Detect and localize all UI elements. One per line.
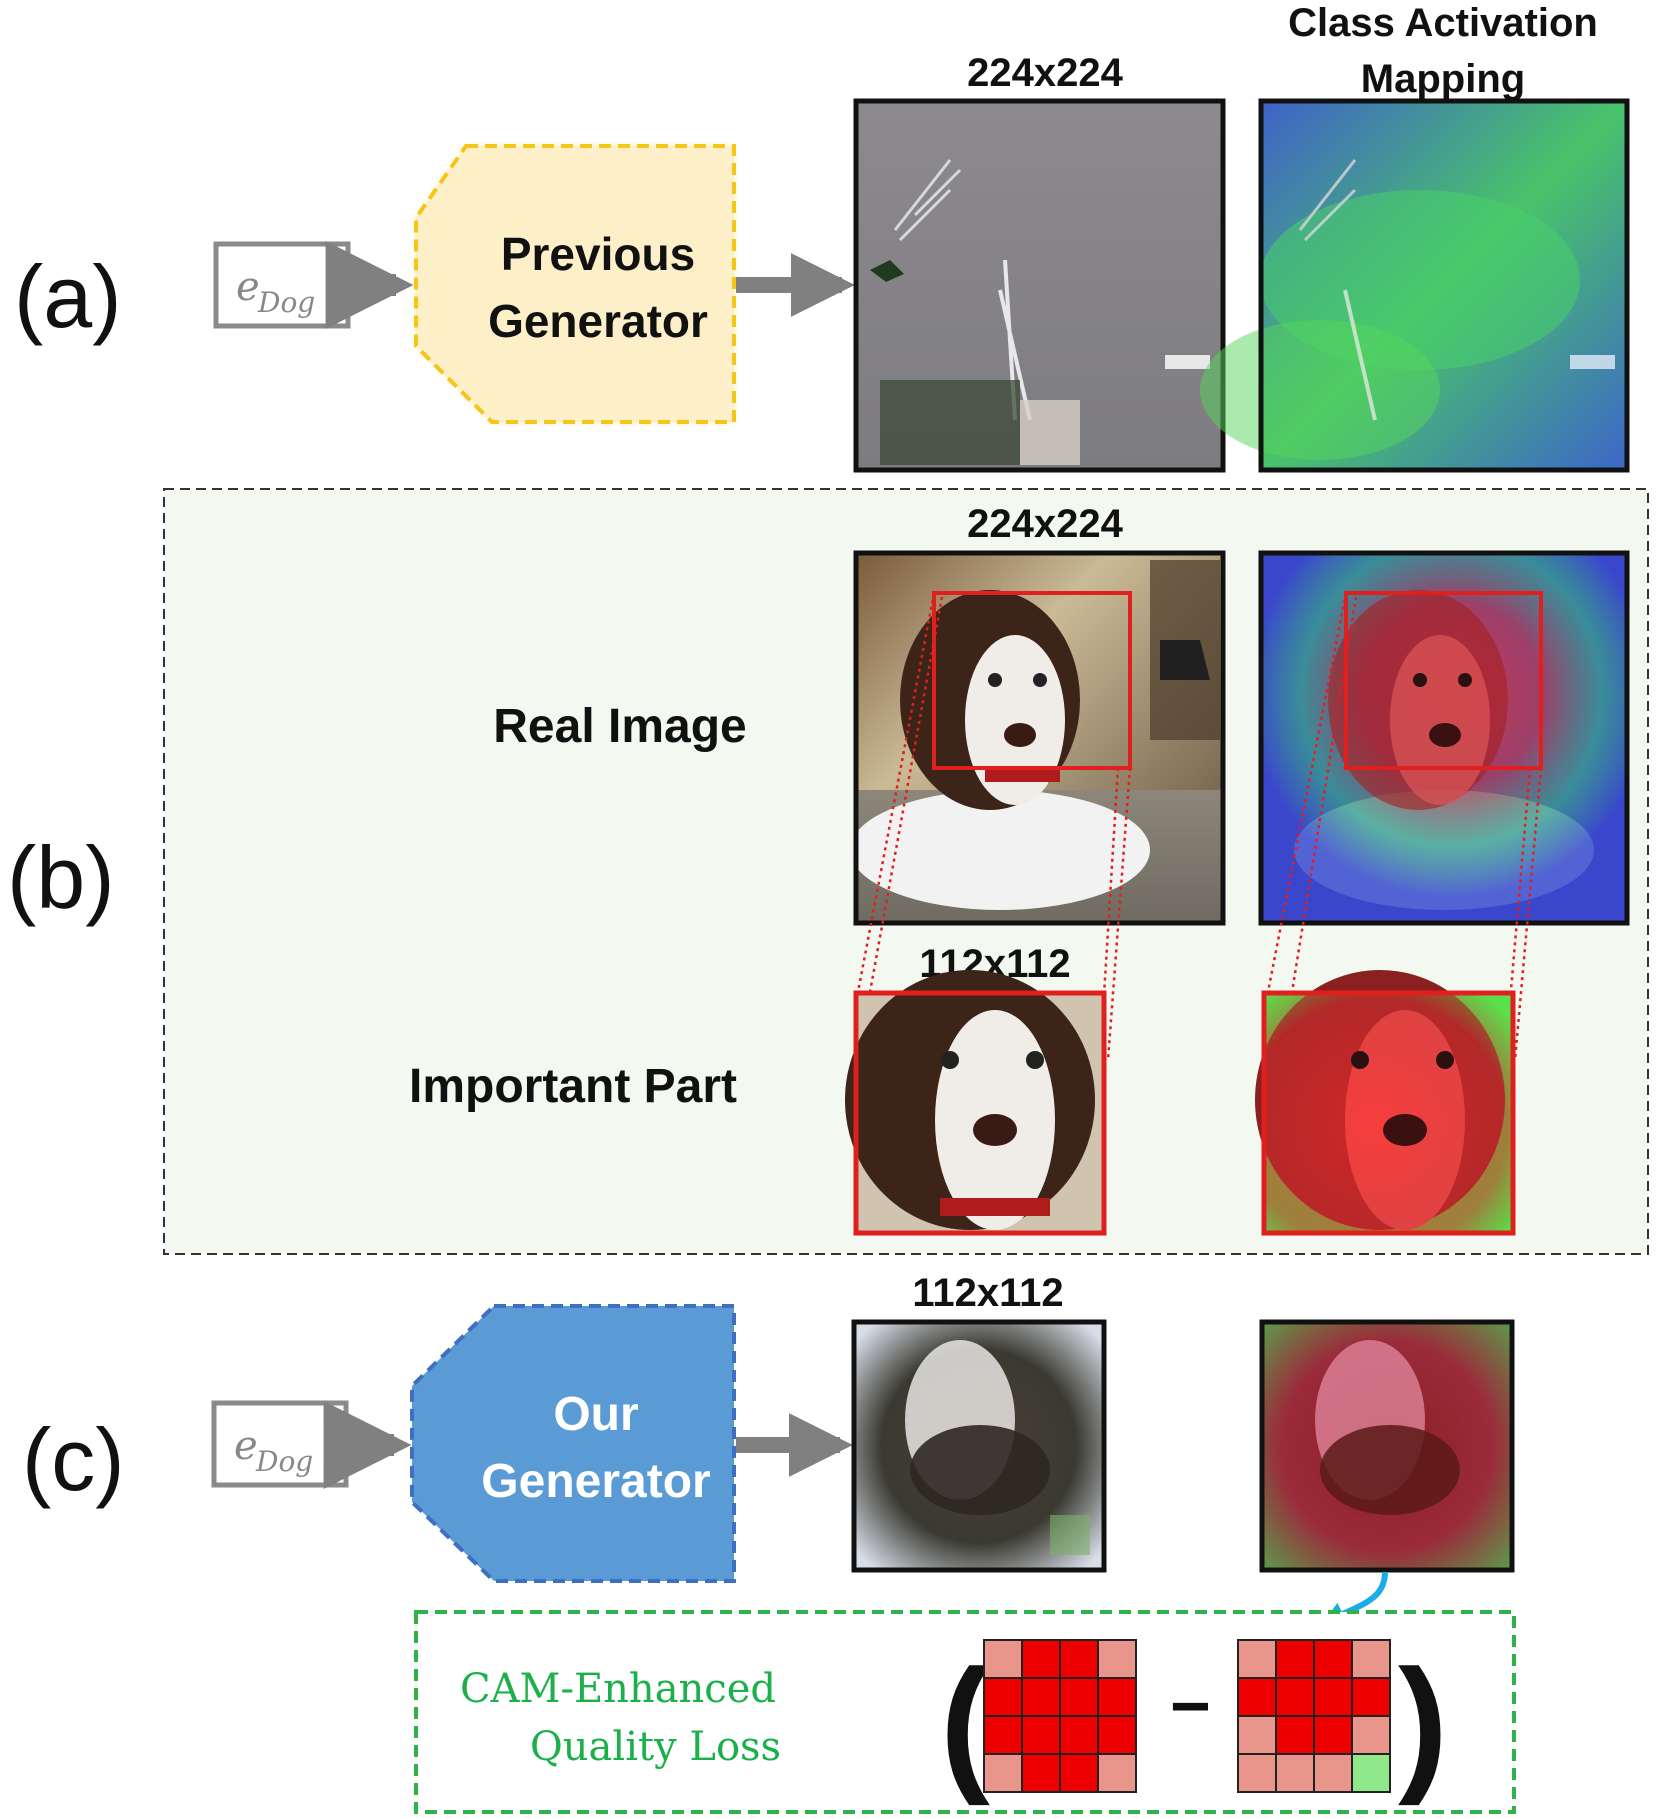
grid-cell [1275,1677,1315,1717]
loss-open-paren: ( [940,1638,990,1806]
grid-cell [1237,1677,1277,1717]
cam-grid-left [983,1639,1137,1793]
section-label-a: (a) [14,247,122,346]
grid-cell [983,1715,1023,1755]
input-subscript: Dog [257,286,315,319]
grid-cell [1097,1715,1137,1755]
grid-cell [1275,1715,1315,1755]
important-part-cam [1255,970,1516,1236]
grid-cell [1021,1639,1061,1679]
our-generator: Our Generator [410,1304,736,1583]
header-a-size: 224x224 [967,51,1123,95]
crop-box-cam [1344,591,1543,770]
cam-image-c [1259,1319,1515,1573]
grid-cell [1351,1677,1391,1717]
generated-image-a [853,98,1226,473]
cam-grid-right [1237,1639,1391,1793]
grid-cell [1059,1715,1099,1755]
grid-cell [1021,1753,1061,1793]
header-cam-line2: Mapping [1361,57,1525,101]
input-symbol-c: e [234,1423,258,1469]
grid-cell [1351,1753,1391,1793]
grid-cell [1097,1639,1137,1679]
cam-real-image [1258,550,1630,926]
grid-cell [1237,1715,1277,1755]
grid-cell [1097,1677,1137,1717]
grid-cell [1313,1639,1353,1679]
our-generator-line2: Generator [481,1455,710,1508]
grid-cell [1275,1639,1315,1679]
input-subscript-c: Dog [255,1445,313,1478]
grid-cell [983,1677,1023,1717]
grid-cell [1059,1753,1099,1793]
header-c-size: 112x112 [912,1271,1063,1315]
grid-cell [1021,1715,1061,1755]
input-box-c: e Dog [211,1400,349,1488]
grid-cell [1351,1639,1391,1679]
loss-label-line2: Quality Loss [530,1724,781,1770]
input-box-a: e Dog [213,241,351,329]
loss-label-line1: CAM-Enhanced [460,1666,776,1712]
header-cam-line1: Class Activation [1288,1,1598,45]
grid-cell [1021,1677,1061,1717]
row-label-real-image: Real Image [493,700,746,753]
grid-cell [1313,1753,1353,1793]
grid-cell [1059,1677,1099,1717]
header-b-size: 224x224 [967,502,1123,546]
row-label-important-part: Important Part [409,1060,737,1113]
generated-image-c [851,1319,1107,1573]
previous-generator-line2: Generator [488,295,708,347]
loss-minus: − [1170,1667,1211,1745]
grid-cell [1097,1753,1137,1793]
grid-cell [1237,1639,1277,1679]
loss-close-paren: ) [1398,1638,1448,1806]
grid-cell [1237,1753,1277,1793]
previous-generator: Previous Generator [414,144,736,424]
grid-cell [983,1639,1023,1679]
important-part-image [845,970,1107,1236]
real-image [850,550,1226,926]
grid-cell [1059,1639,1099,1679]
crop-connectors [856,592,1543,1061]
section-label-c: (c) [22,1410,125,1509]
grid-cell [1351,1715,1391,1755]
grid-cell [1313,1677,1353,1717]
section-label-b: (b) [7,828,115,927]
our-generator-line1: Our [553,1388,638,1441]
previous-generator-line1: Previous [501,228,695,280]
input-symbol: e [236,264,260,310]
grid-cell [1313,1715,1353,1755]
crop-box-real [932,591,1132,770]
grid-cell [983,1753,1023,1793]
cam-image-a [1200,98,1630,473]
grid-cell [1275,1753,1315,1793]
